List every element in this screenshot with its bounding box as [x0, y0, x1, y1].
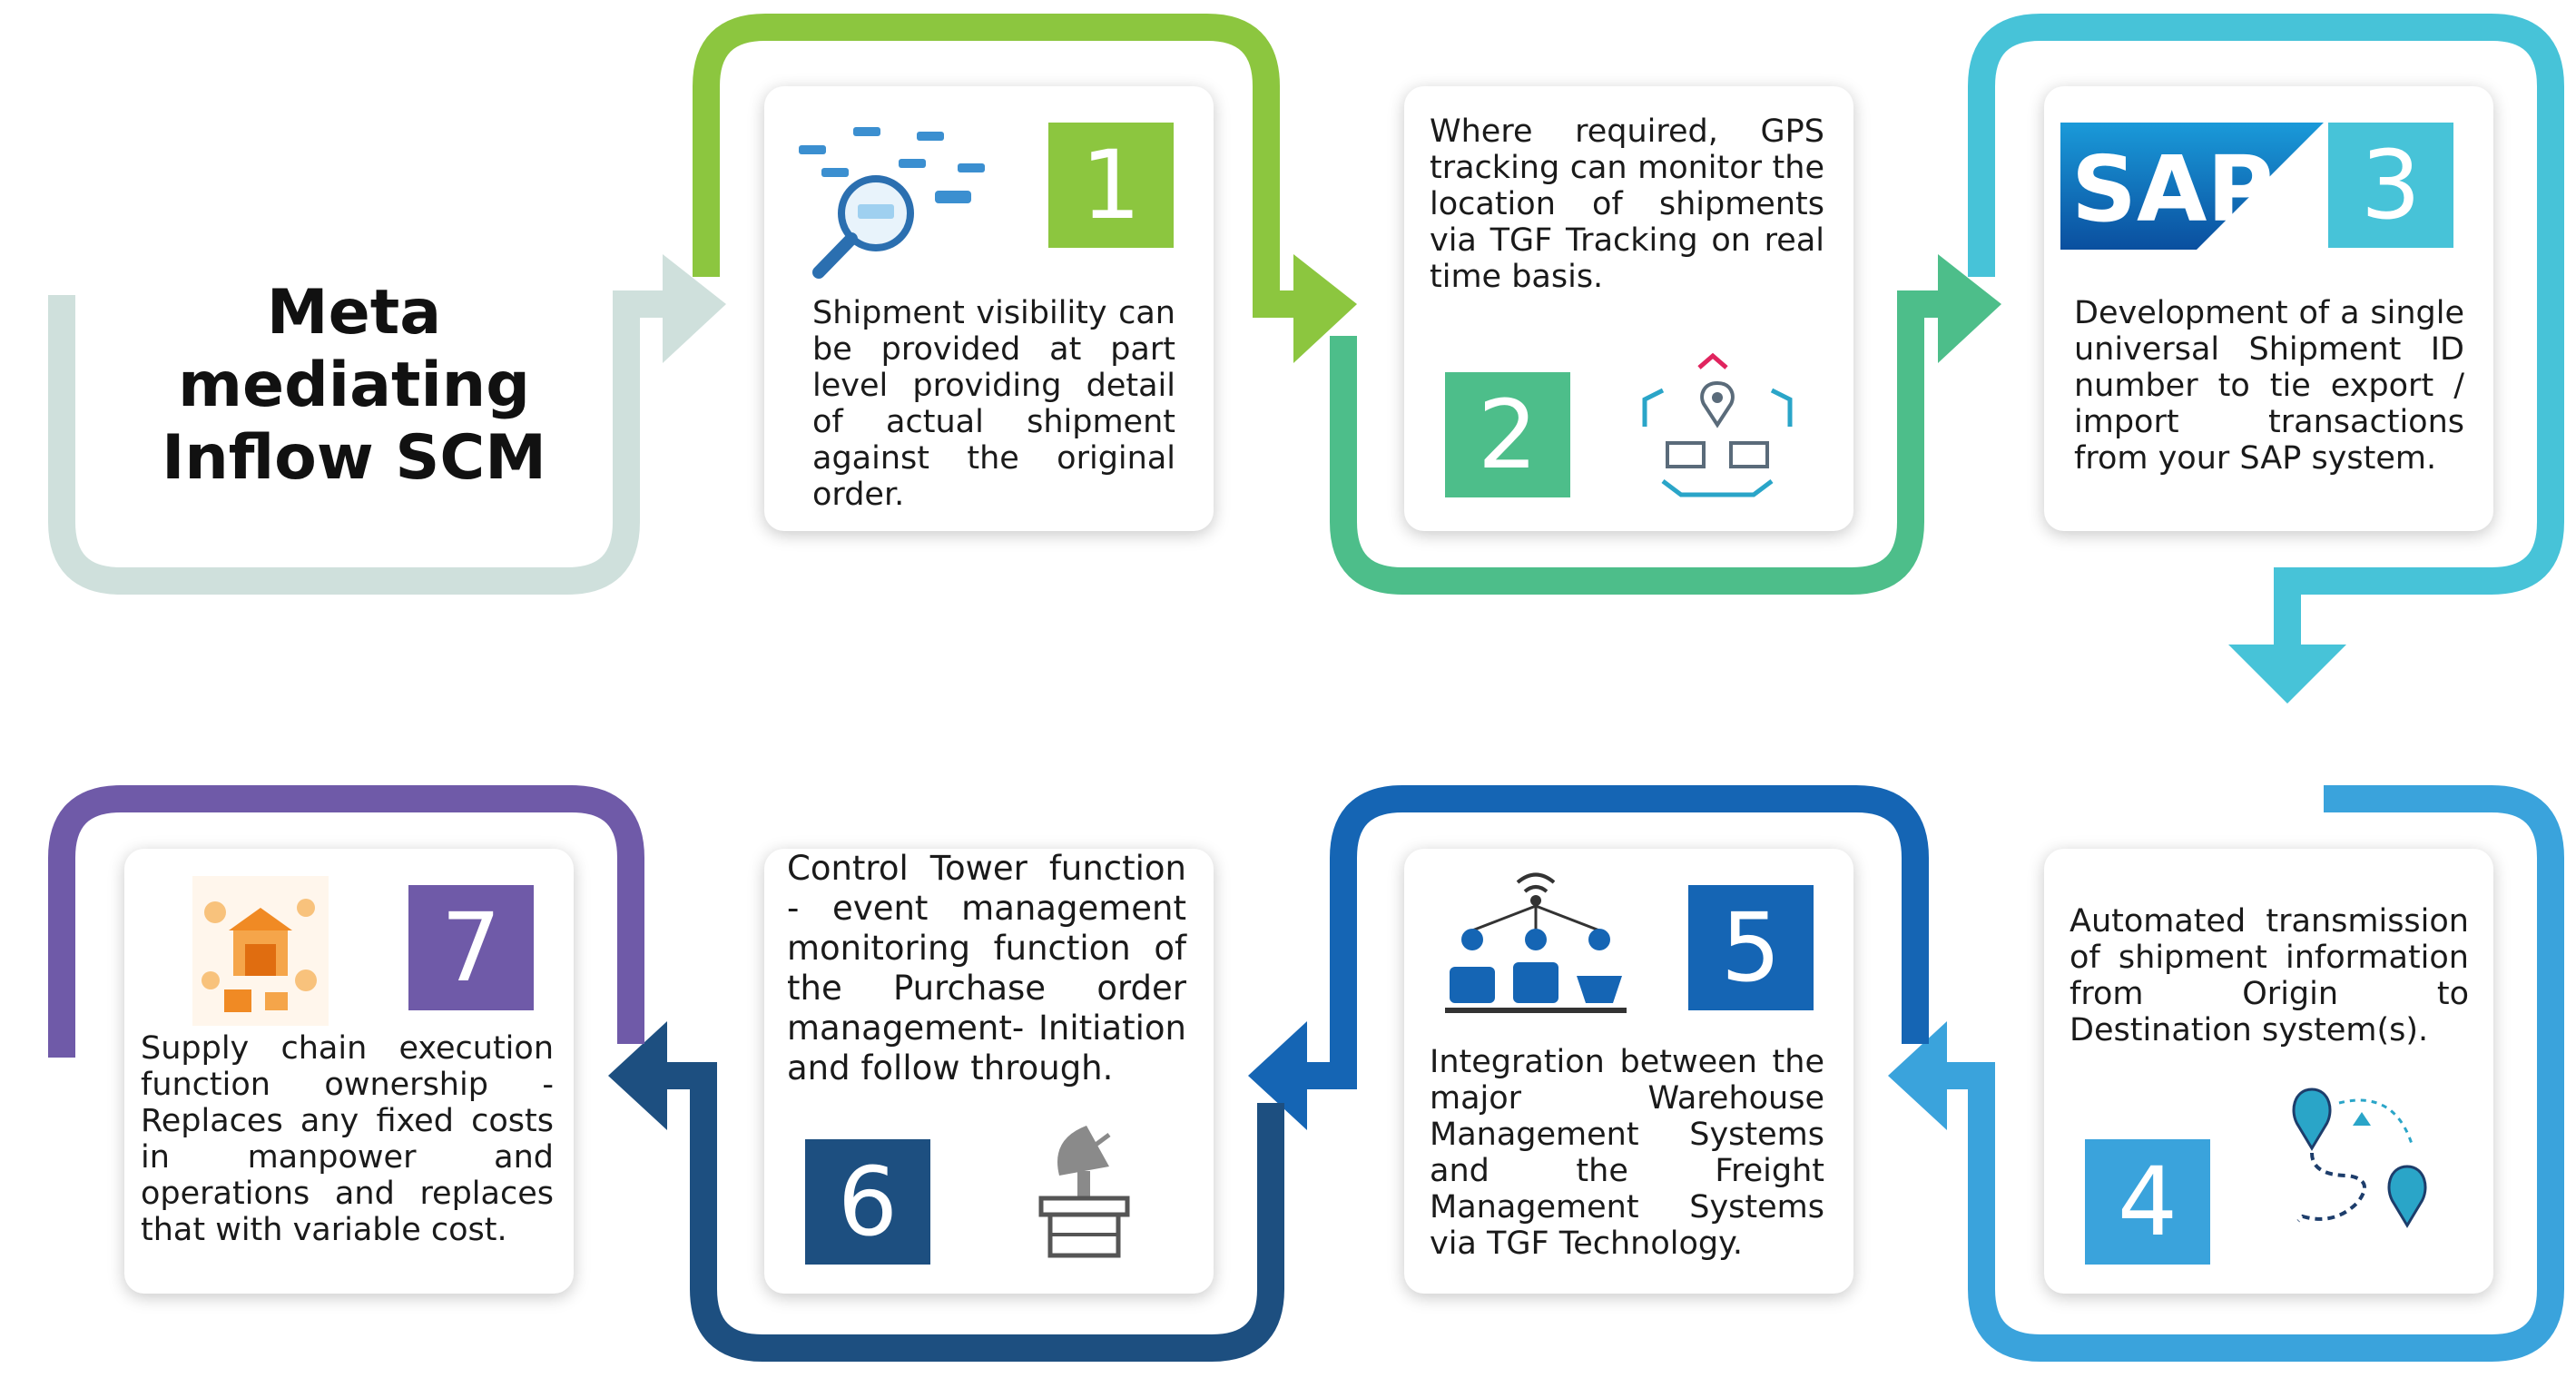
- frame-2: [1330, 290, 1952, 595]
- step-card-4: Automated transmission of shipment infor…: [2044, 849, 2493, 1294]
- step-text-3: Development of a single universal Shipme…: [2074, 295, 2464, 477]
- step-text-4: Automated transmission of shipment infor…: [2070, 903, 2469, 1048]
- step-card-3: SAP 3 Development of a single universal …: [2044, 86, 2493, 531]
- step-number-7: 7: [408, 885, 534, 1010]
- step-number-3: 3: [2328, 123, 2453, 248]
- step-number-5: 5: [1688, 885, 1814, 1010]
- step-number-2: 2: [1445, 372, 1570, 497]
- arrow-3: [2228, 645, 2346, 704]
- sap-logo-text: SAP: [2071, 136, 2274, 242]
- step-text-6: Control Tower function - event managemen…: [787, 849, 1186, 1088]
- step-card-5: 5 Integration between the major Warehous…: [1404, 849, 1853, 1294]
- arrow-6: [608, 1021, 667, 1130]
- arrow-1: [1293, 254, 1357, 363]
- step-text-2: Where required, GPS tracking can monitor…: [1430, 113, 1824, 295]
- step-text-1: Shipment visibility can be provided at p…: [812, 295, 1175, 513]
- step-number-6: 6: [805, 1139, 930, 1265]
- step-card-6: Control Tower function - event managemen…: [764, 849, 1214, 1294]
- frame-7: [48, 785, 644, 1058]
- sap-logo: SAP: [2060, 123, 2324, 250]
- satellite-dish-icon: [1038, 1126, 1130, 1258]
- step-card-1: 1 Shipment visibility can be provided at…: [764, 86, 1214, 531]
- frame-6: [649, 1062, 1284, 1362]
- arrow-5: [1248, 1021, 1307, 1130]
- step-number-1: 1: [1048, 123, 1174, 248]
- step-text-5: Integration between the major Warehouse …: [1430, 1044, 1824, 1262]
- step-card-2: Where required, GPS tracking can monitor…: [1404, 86, 1853, 531]
- gps-tracking-icon: [1642, 352, 1793, 497]
- step-number-4: 4: [2085, 1139, 2210, 1265]
- transport-network-icon: [1445, 872, 1627, 1013]
- frame-1: [693, 14, 1307, 318]
- step-text-7: Supply chain execution function ownershi…: [141, 1030, 554, 1248]
- arrow-4: [1888, 1021, 1947, 1130]
- magnifier-ships-icon: [799, 127, 985, 279]
- start-frame: [48, 290, 676, 595]
- diagram-title: Meta mediating Inflow SCM: [162, 277, 546, 494]
- arrow-2: [1938, 254, 2001, 363]
- warehouse-logistics-icon: [192, 876, 329, 1026]
- step-card-7: 7 Supply chain execution function owners…: [124, 849, 574, 1294]
- frame-5: [1289, 785, 1929, 1089]
- frame-4: [1929, 785, 2564, 1362]
- route-pins-icon: [2292, 1088, 2427, 1228]
- start-arrow: [663, 254, 726, 363]
- frame-3: [1968, 14, 2564, 658]
